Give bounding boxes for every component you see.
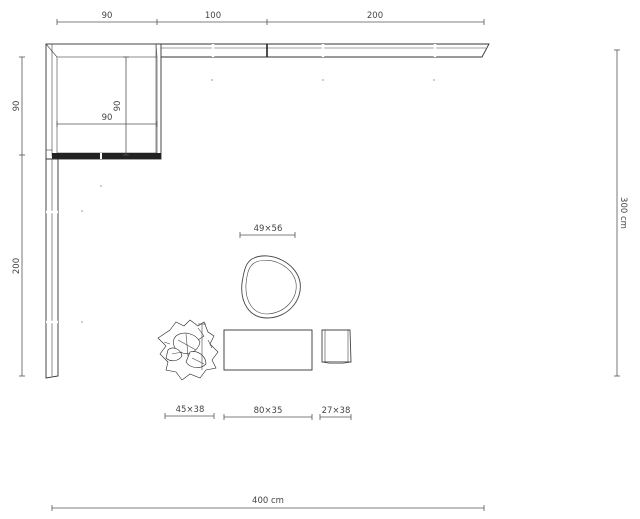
stool-dimension <box>319 414 352 420</box>
plant-dim-label: 45×38 <box>176 405 205 415</box>
top-dim-label-3: 200 <box>367 11 383 21</box>
coffee-table <box>223 329 313 371</box>
inner-horizontal-label: 90 <box>102 113 113 123</box>
top-dim-label-1: 90 <box>102 11 113 21</box>
top-wall-shelf <box>156 43 490 81</box>
left-dim-label-1: 90 <box>12 101 22 112</box>
plant <box>157 319 219 381</box>
inner-vertical-label: 90 <box>113 101 123 112</box>
left-dim-label-2: 200 <box>12 258 22 274</box>
table-dimension <box>223 414 313 420</box>
top-dim-label-2: 100 <box>205 11 221 21</box>
plant-dimension <box>164 413 215 419</box>
left-wall-shelf <box>45 158 102 379</box>
pouf-dim-label: 49×56 <box>254 224 283 234</box>
table-dim-label: 80×35 <box>254 406 283 416</box>
left-dimension-line <box>19 56 25 377</box>
inner-vertical-dimension <box>123 56 129 156</box>
stool-dim-label: 27×38 <box>322 406 351 416</box>
stool <box>321 329 352 364</box>
inner-horizontal-dimension <box>56 121 158 127</box>
pouf-dimension <box>239 232 296 238</box>
pouf <box>241 255 301 319</box>
bottom-dim-label: 400 cm <box>252 496 284 506</box>
corner-shelf-unit <box>45 43 162 160</box>
right-dim-label: 300 cm <box>618 197 628 229</box>
top-dimension-line <box>56 19 485 25</box>
bottom-dimension-line <box>51 505 485 511</box>
right-dimension-line <box>614 49 620 377</box>
